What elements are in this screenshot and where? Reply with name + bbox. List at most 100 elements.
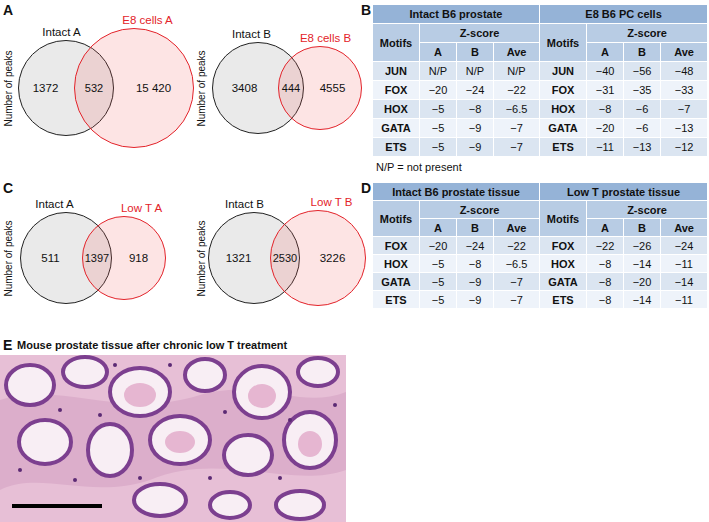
table-cell: −7 (494, 273, 540, 291)
cell-text: −8 (599, 103, 612, 115)
table-cell: ETS (373, 138, 420, 157)
cell-text: ETS (552, 141, 573, 153)
table-cell: E8 B6 PC cells (540, 5, 708, 24)
cell-text: Ave (507, 222, 527, 234)
cell-text: −8 (599, 258, 612, 270)
cell-text: Z-score (460, 27, 500, 39)
table-cell: −5 (420, 119, 457, 138)
table-cell: −8 (457, 100, 494, 119)
table-cell: B (624, 43, 661, 62)
table-cell: B (457, 43, 494, 62)
cell-text: Motifs (380, 213, 412, 225)
cell-text: −8 (599, 294, 612, 306)
cell-text: Z-score (460, 204, 500, 216)
cell-text: −33 (675, 84, 694, 96)
table-cell: GATA (540, 119, 587, 138)
panel-caption: Mouse prostate tissue after chronic low … (17, 339, 287, 351)
table-cell: −33 (661, 81, 708, 100)
secretion (124, 383, 322, 457)
cell-text: −9 (469, 294, 482, 306)
table-cell: A (587, 219, 624, 237)
cell-text: −35 (633, 84, 652, 96)
peak-count: 1321 (226, 252, 252, 264)
table-cell: B (457, 219, 494, 237)
axis-label: Number of peaks (196, 50, 207, 126)
cell-text: −22 (507, 240, 526, 252)
table-cell: −8 (587, 255, 624, 273)
table-cell: N/P (494, 62, 540, 81)
table-cell: JUN (540, 62, 587, 81)
table-note: N/P = not present (376, 161, 462, 173)
cell-text: −13 (633, 141, 652, 153)
cell-text: JUN (552, 65, 574, 77)
motif-table: Intact B6 prostate tissueLow T prostate … (372, 182, 708, 309)
table-cell: −5 (420, 255, 457, 273)
table-cell: HOX (373, 100, 420, 119)
cell-text: −56 (633, 65, 652, 77)
table-row: FOX−20−24−22FOX−22−26−24 (373, 237, 708, 255)
cell-text: FOX (552, 240, 575, 252)
table-row: GATA−5−9−7GATA−8−20−14 (373, 273, 708, 291)
table-row: MotifsZ-scoreMotifsZ-score (373, 201, 708, 219)
cell-text: B (638, 46, 646, 58)
stroma (0, 355, 346, 522)
cell-text: ETS (385, 294, 406, 306)
cell-text: −5 (432, 294, 445, 306)
cell-text: −9 (469, 122, 482, 134)
cell-text: −5 (432, 103, 445, 115)
table-cell: Z-score (587, 24, 708, 43)
table-cell: Motifs (540, 24, 587, 62)
table-cell: −9 (457, 138, 494, 157)
cell-text: ETS (385, 141, 406, 153)
set-heading: Low T A (121, 202, 162, 214)
table-cell: −5 (420, 138, 457, 157)
table-row: Intact B6 prostate tissueLow T prostate … (373, 183, 708, 201)
table-cell: Ave (661, 43, 708, 62)
table-cell: −6.5 (494, 100, 540, 119)
cell-text: −7 (510, 122, 523, 134)
table-cell: Intact B6 prostate (373, 5, 540, 24)
table-cell: −11 (661, 255, 708, 273)
table-cell: N/P (420, 62, 457, 81)
cell-text: Motifs (547, 37, 579, 49)
cell-text: −14 (633, 258, 652, 270)
table-cell: −20 (420, 81, 457, 100)
axis-label: Number of peaks (196, 220, 207, 296)
cell-text: GATA (381, 122, 411, 134)
panel-letter: B (361, 2, 371, 18)
table-cell: −5 (420, 291, 457, 309)
cell-text: −14 (633, 294, 652, 306)
cell-text: −48 (675, 65, 694, 77)
cell-text: Z-score (627, 27, 667, 39)
cell-text: −24 (466, 240, 485, 252)
cell-text: HOX (384, 103, 408, 115)
set-heading: Intact A (35, 198, 73, 210)
table-cell: FOX (373, 81, 420, 100)
table-row: HOX−5−8−6.5HOX−8−14−11 (373, 255, 708, 273)
cell-text: −7 (510, 276, 523, 288)
cell-text: B (471, 222, 479, 234)
cell-text: A (601, 46, 609, 58)
cell-text: FOX (552, 84, 575, 96)
table-cell: Intact B6 prostate tissue (373, 183, 540, 201)
table-cell: Z-score (420, 201, 540, 219)
cell-text: HOX (551, 103, 575, 115)
cell-text: −5 (432, 141, 445, 153)
table-cell: GATA (540, 273, 587, 291)
table-cell: −14 (624, 291, 661, 309)
table-cell: −22 (494, 81, 540, 100)
cell-text: GATA (548, 122, 578, 134)
peak-count: 4555 (320, 82, 346, 94)
table-cell: −22 (494, 237, 540, 255)
set-heading: E8 cells B (300, 32, 351, 44)
cell-text: GATA (381, 276, 411, 288)
table-cell: Motifs (373, 24, 420, 62)
cell-text: −31 (596, 84, 615, 96)
panel-letter: C (3, 180, 13, 196)
set-heading: E8 cells A (122, 14, 173, 26)
set-heading: Intact A (42, 26, 80, 38)
set-heading: Low T B (311, 196, 353, 208)
motif-table: Intact B6 prostateE8 B6 PC cellsMotifs Z-… (372, 4, 708, 157)
table-cell: Z-score (587, 201, 708, 219)
